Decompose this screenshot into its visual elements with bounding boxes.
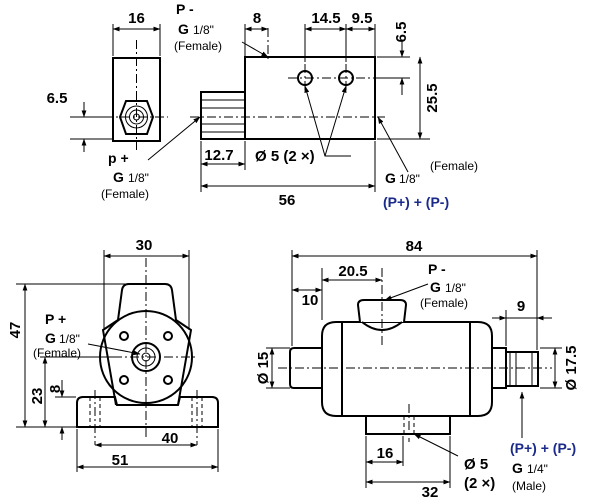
dim-30: 30 xyxy=(136,237,153,254)
front-pplus-leader xyxy=(87,343,141,356)
side-pminus-type: (Female) xyxy=(420,296,468,310)
pminus-type: (Female) xyxy=(174,39,222,53)
top-view: 16 8 14.5 9.5 6.5 25.5 6.5 12.7 xyxy=(47,1,478,210)
dim-dia-15: Ø 15 xyxy=(255,352,272,385)
pminus-leader xyxy=(241,41,269,58)
front-body xyxy=(101,283,193,406)
dim-23: 23 xyxy=(29,388,46,405)
side-pminus-size: 1/8" xyxy=(445,281,466,295)
dim-6-5-left: 6.5 xyxy=(47,90,68,107)
bolt-hole-1 xyxy=(119,331,129,341)
outlet-leader xyxy=(377,116,409,173)
side-right-nipple xyxy=(505,351,539,387)
hex-nut xyxy=(118,100,155,135)
front-pplus-type: (Female) xyxy=(33,346,81,360)
dim-14-5: 14.5 xyxy=(311,10,340,27)
front-pplus-thread: G xyxy=(45,330,56,346)
side-hole-leader xyxy=(413,433,459,457)
front-pplus-size: 1/8" xyxy=(59,332,80,346)
dim-8-front: 8 xyxy=(47,385,64,393)
dim-9-5: 9.5 xyxy=(352,10,373,27)
side-pminus-leader xyxy=(384,283,429,301)
outlet-type: (Female) xyxy=(430,159,478,173)
pplus-leader xyxy=(147,116,201,161)
front-pplus-sign: P + xyxy=(45,311,66,327)
side-base xyxy=(365,415,451,435)
dim-47: 47 xyxy=(7,322,24,339)
dim-25-5: 25.5 xyxy=(424,83,441,112)
bolt-hole-4 xyxy=(163,375,173,385)
dim-12-7: 12.7 xyxy=(204,147,233,164)
hole-leader-2 xyxy=(324,85,347,157)
pplus-size: 1/8" xyxy=(128,171,149,185)
outlet-label: (P+) + (P-) xyxy=(383,194,449,210)
dim-dia-17-5: Ø 17.5 xyxy=(563,345,580,390)
outlet-thread: G xyxy=(385,170,396,186)
dim-16-side: 16 xyxy=(377,445,394,462)
bolt-hole-3 xyxy=(119,375,129,385)
side-outlet-type: (Male) xyxy=(512,479,546,493)
dim-16-top: 16 xyxy=(128,10,145,27)
hole-callout: Ø 5 (2 ×) xyxy=(255,148,315,165)
main-body xyxy=(244,56,376,140)
pminus-thread: G xyxy=(178,21,189,37)
side-outlet-size: 1/4" xyxy=(527,462,548,476)
dim-6-5-right: 6.5 xyxy=(393,22,410,43)
side-hole-dia: Ø 5 xyxy=(464,456,488,473)
dim-8-top: 8 xyxy=(253,10,261,27)
dim-51: 51 xyxy=(112,452,129,469)
dim-32: 32 xyxy=(422,484,439,501)
side-pminus-sign: P - xyxy=(428,261,446,277)
side-boss-curve xyxy=(361,321,403,331)
outlet-size: 1/8" xyxy=(399,172,420,186)
bolt-hole-2 xyxy=(163,331,173,341)
dim-84: 84 xyxy=(406,238,423,255)
side-outlet-label: (P+) + (P-) xyxy=(510,440,576,456)
pplus-type: (Female) xyxy=(101,187,149,201)
side-hole-count: (2 ×) xyxy=(464,475,495,492)
side-main-body xyxy=(321,321,493,417)
front-view: 30 47 23 8 40 51 P + G 1/8" (Female) xyxy=(7,237,219,472)
side-pminus-thread: G xyxy=(430,279,441,295)
dim-9: 9 xyxy=(517,298,525,315)
dim-10: 10 xyxy=(302,292,319,309)
pminus-sign: P - xyxy=(176,1,194,17)
dim-20-5: 20.5 xyxy=(338,263,367,280)
side-view: 84 20.5 10 9 Ø 15 Ø 17.5 16 32 xyxy=(255,238,580,501)
pplus-sign: p + xyxy=(108,150,129,166)
pminus-size: 1/8" xyxy=(193,23,214,37)
dim-56: 56 xyxy=(279,192,296,209)
pplus-thread: G xyxy=(113,169,124,185)
dim-40: 40 xyxy=(162,430,179,447)
side-outlet-thread: G xyxy=(512,460,523,476)
